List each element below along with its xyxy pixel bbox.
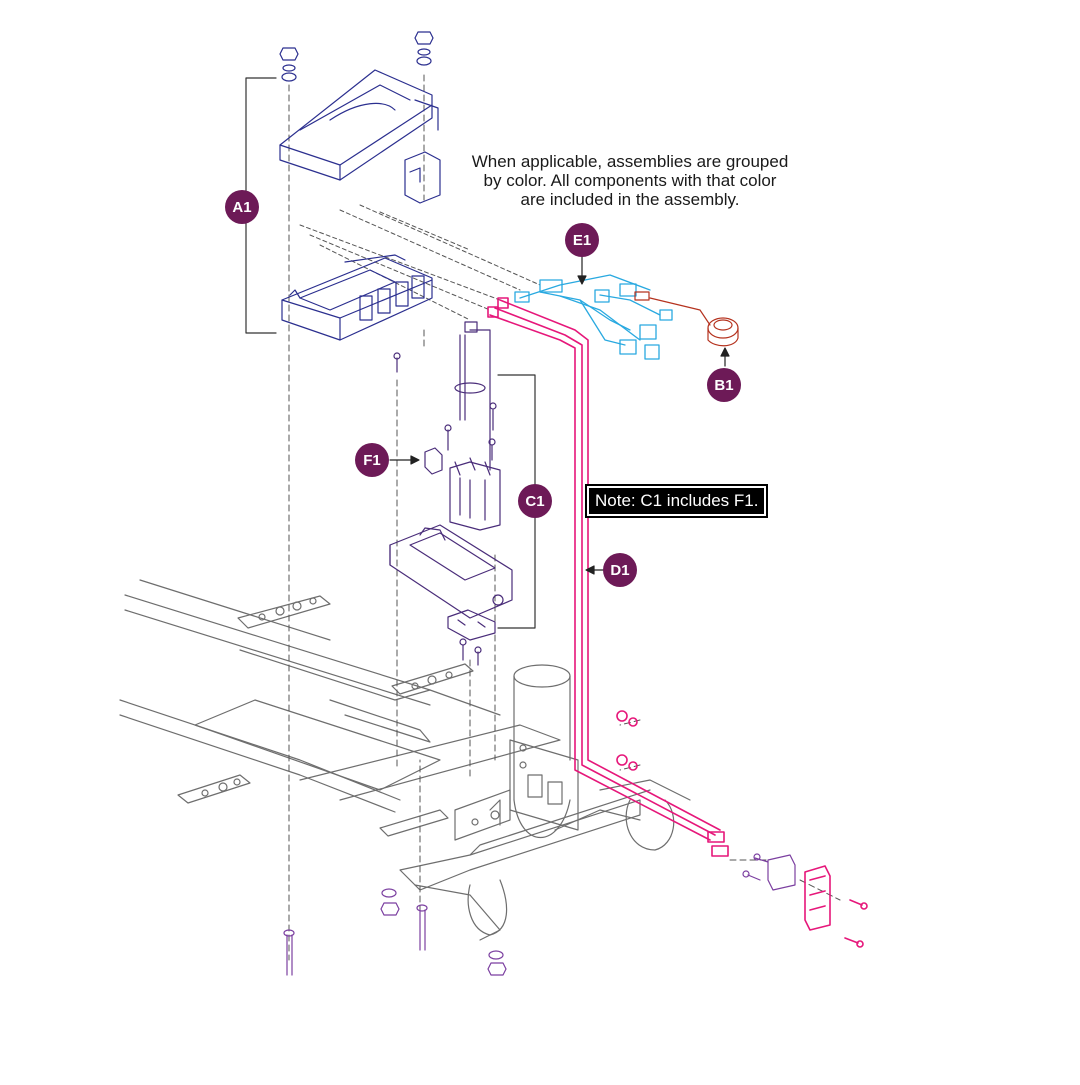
frame-assembly [119,579,691,941]
brake-assembly [634,291,739,347]
lower-hardware [283,853,796,976]
leader-arrows [389,255,730,575]
callout-a1[interactable]: A1 [225,190,259,224]
assembly-guide-lines [288,74,841,961]
callout-c1[interactable]: C1 [518,484,552,518]
callout-b1[interactable]: B1 [707,368,741,402]
callout-e1[interactable]: E1 [565,223,599,257]
note-line-3: are included in the assembly. [520,190,740,209]
assembly-color-note: When applicable, assemblies are grouped … [440,152,820,209]
cable-assembly [487,297,868,948]
note-line-2: by color. All components with that color [483,171,777,190]
controller-assembly [279,69,441,341]
note-line-1: When applicable, assemblies are grouped [471,152,789,171]
control-bracket-assembly [389,321,513,666]
harness-assembly [514,274,673,360]
c1-includes-f1-note: Note: C1 includes F1. [584,484,769,518]
fuse [424,447,443,475]
callout-d1[interactable]: D1 [603,553,637,587]
callout-f1[interactable]: F1 [355,443,389,477]
controller-hardware-top [279,31,434,82]
